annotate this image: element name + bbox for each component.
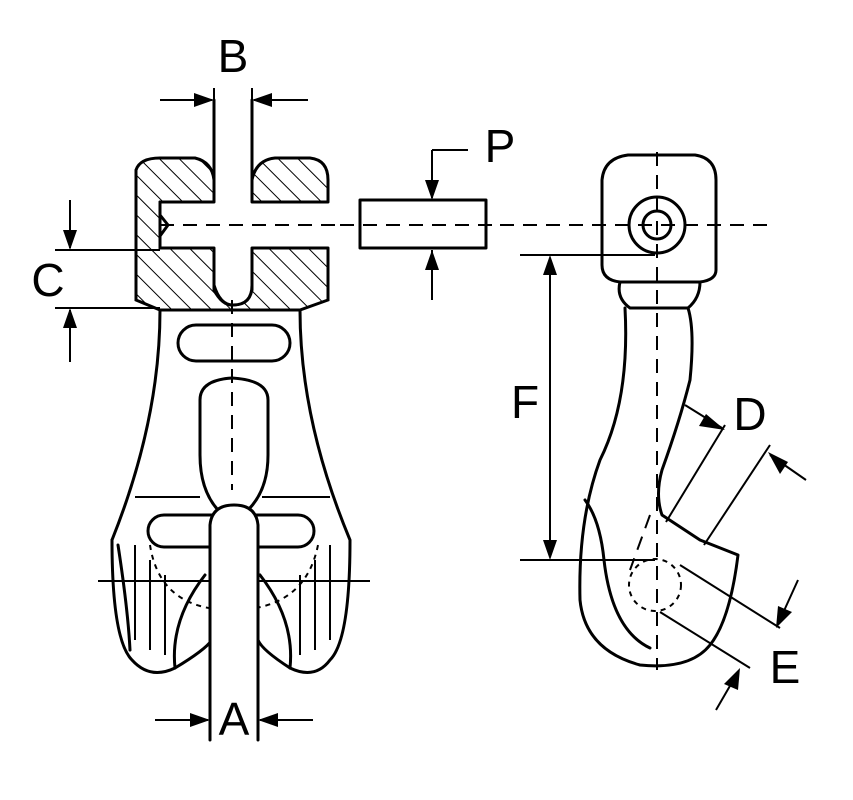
dimension-d: D [665, 388, 807, 546]
label-d: D [733, 388, 766, 440]
dimension-f: F [511, 254, 655, 561]
center-window [198, 376, 270, 512]
label-c: C [31, 254, 64, 306]
dimension-c: C [31, 200, 160, 362]
label-p: P [485, 120, 516, 172]
upper-slot [176, 323, 292, 363]
side-head [600, 153, 718, 284]
hook-body-outline [110, 308, 352, 674]
dimension-a: A [155, 693, 313, 745]
dimension-e: E [659, 564, 801, 711]
side-view: F D E [500, 152, 807, 711]
label-b: B [218, 30, 249, 82]
pin-view: P [340, 120, 515, 300]
chain-rod [208, 503, 260, 742]
dimension-p: P [425, 120, 515, 300]
label-f: F [511, 376, 539, 428]
side-hook-body [578, 306, 740, 668]
label-a: A [219, 693, 250, 745]
front-view: B C A [31, 30, 370, 745]
label-e: E [770, 641, 801, 693]
dimension-b: B [160, 30, 308, 158]
